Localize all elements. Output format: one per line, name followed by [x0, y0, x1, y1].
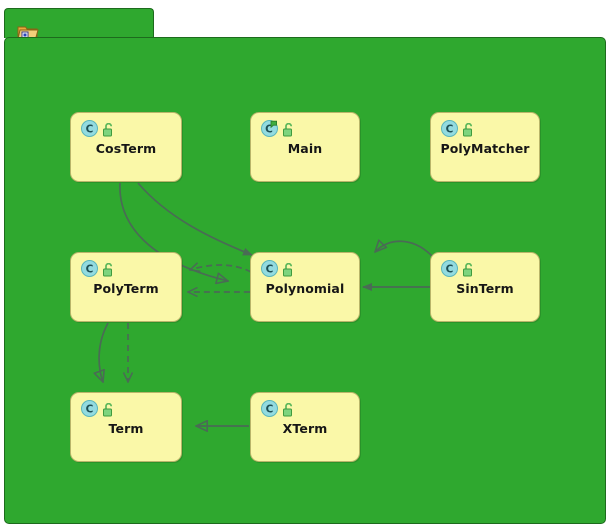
svg-text:C: C — [446, 263, 454, 275]
class-box-polyterm[interactable]: C PolyTerm — [70, 252, 182, 322]
class-box-polynomial[interactable]: C Polynomial — [250, 252, 360, 322]
unlocked-padlock-icon — [283, 402, 293, 416]
class-c-icon: C — [441, 260, 458, 277]
class-box-xterm[interactable]: C XTerm — [250, 392, 360, 462]
svg-text:C: C — [86, 123, 94, 135]
unlocked-padlock-icon — [283, 262, 293, 276]
class-name-costerm: CosTerm — [95, 141, 157, 156]
unlocked-padlock-icon — [103, 402, 113, 416]
class-name-sinterm: SinTerm — [456, 281, 514, 296]
svg-text:C: C — [266, 403, 274, 415]
class-icon-group: C — [261, 400, 295, 417]
class-box-main[interactable]: C Main — [250, 112, 360, 182]
class-c-icon: C — [261, 400, 278, 417]
unlocked-padlock-icon — [103, 122, 113, 136]
class-name-polyterm: PolyTerm — [93, 281, 159, 296]
class-c-icon: C — [81, 400, 98, 417]
class-icon-group: C — [261, 120, 295, 137]
class-icon-group: C — [81, 260, 115, 277]
class-name-term: Term — [108, 421, 144, 436]
class-box-term[interactable]: C Term — [70, 392, 182, 462]
class-box-costerm[interactable]: C CosTerm — [70, 112, 182, 182]
svg-text:C: C — [265, 123, 273, 135]
class-c-runnable-icon: C — [261, 120, 278, 137]
class-icon-group: C — [81, 400, 115, 417]
unlocked-padlock-icon — [463, 122, 473, 136]
class-c-icon: C — [81, 120, 98, 137]
class-icon-group: C — [441, 120, 475, 137]
svg-text:C: C — [266, 263, 274, 275]
svg-text:C: C — [86, 263, 94, 275]
svg-text:C: C — [86, 403, 94, 415]
class-icon-group: C — [261, 260, 295, 277]
unlocked-padlock-icon — [463, 262, 473, 276]
class-name-polymatcher: PolyMatcher — [440, 141, 530, 156]
class-name-polynomial: Polynomial — [265, 281, 345, 296]
class-box-sinterm[interactable]: C SinTerm — [430, 252, 540, 322]
package-tab[interactable] — [4, 8, 154, 40]
class-icon-group: C — [441, 260, 475, 277]
class-c-icon: C — [441, 120, 458, 137]
class-c-icon: C — [261, 260, 278, 277]
class-name-xterm: XTerm — [282, 421, 328, 436]
unlocked-padlock-icon — [283, 122, 293, 136]
class-name-main: Main — [287, 141, 323, 156]
class-c-icon: C — [81, 260, 98, 277]
class-box-polymatcher[interactable]: C PolyMatcher — [430, 112, 540, 182]
svg-text:C: C — [446, 123, 454, 135]
package-folder-icon — [17, 26, 39, 40]
class-icon-group: C — [81, 120, 115, 137]
unlocked-padlock-icon — [103, 262, 113, 276]
